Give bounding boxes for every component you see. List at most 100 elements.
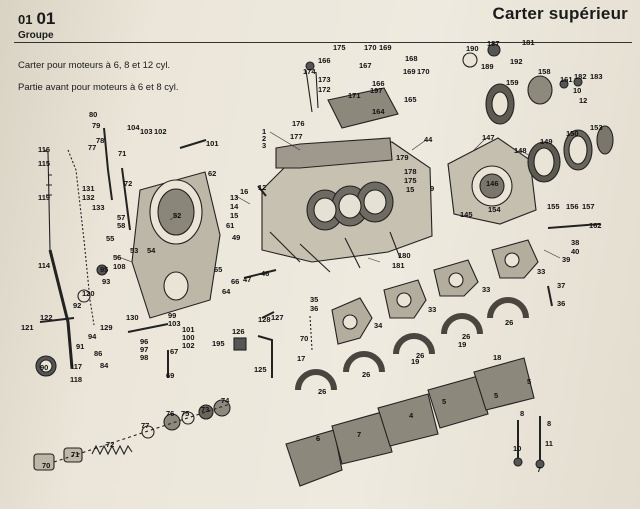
part-callout-c53: 53 <box>130 246 139 255</box>
part-callout-c5a: 5 <box>442 397 447 406</box>
part-callout-c100: 100 <box>182 333 195 342</box>
part-callout-c3: 3 <box>262 141 267 150</box>
part-callout-c26c: 26 <box>416 351 425 360</box>
part-callout-c73: 73 <box>201 405 210 414</box>
part-callout-c99: 99 <box>168 311 177 320</box>
part-callout-c174: 174 <box>303 67 316 76</box>
part-callout-c162: 162 <box>589 221 602 230</box>
part-callout-c9: 9 <box>430 184 435 193</box>
part-callout-c34: 34 <box>374 321 383 330</box>
part-callout-c157: 157 <box>582 202 595 211</box>
part-callout-c38: 38 <box>571 238 580 247</box>
part-callout-c33c: 33 <box>537 267 546 276</box>
part-callout-c10a: 10 <box>573 86 582 95</box>
part-callout-c173: 173 <box>318 75 331 84</box>
part-callout-c76: 76 <box>166 409 175 418</box>
part-callout-c18: 18 <box>493 353 502 362</box>
part-callout-c6: 6 <box>316 434 321 443</box>
part-callout-c1: 1 <box>262 127 267 136</box>
part-callout-c118: 118 <box>70 375 83 384</box>
part-callout-c46: 46 <box>261 269 270 278</box>
part-callout-c189: 189 <box>481 62 494 71</box>
part-callout-c5b: 5 <box>494 391 499 400</box>
part-callout-c77b: 77 <box>141 421 150 430</box>
part-callout-c72: 72 <box>124 179 133 188</box>
part-callout-c181: 181 <box>522 38 535 47</box>
crankcase-block <box>261 137 433 273</box>
leader-lines <box>115 131 561 263</box>
part-callout-c148: 148 <box>514 146 527 155</box>
part-callout-c102b: 102 <box>182 341 195 350</box>
part-callout-c170: 170 <box>364 43 377 52</box>
part-callout-c84: 84 <box>100 361 109 370</box>
part-callout-c36b: 36 <box>557 299 566 308</box>
part-callout-c169b: 169 <box>403 67 416 76</box>
part-callout-c181b: 181 <box>392 261 405 270</box>
part-callout-c98: 98 <box>140 353 149 362</box>
part-callout-c156: 156 <box>566 202 579 211</box>
bottom-shaft-assembly <box>33 399 231 471</box>
part-callout-c26e: 26 <box>505 318 514 327</box>
part-callout-c26d: 26 <box>462 332 471 341</box>
part-callout-c155: 155 <box>547 202 560 211</box>
part-callout-c14: 14 <box>230 202 239 211</box>
part-callout-c33b: 33 <box>482 285 491 294</box>
part-callout-c130: 130 <box>126 313 139 322</box>
part-callout-c79: 79 <box>92 121 101 130</box>
part-callout-c177: 177 <box>290 132 303 141</box>
part-callout-c95: 95 <box>100 265 109 274</box>
part-callout-c158: 158 <box>538 67 551 76</box>
part-callout-c126: 126 <box>232 327 245 336</box>
part-callout-c117: 117 <box>70 362 83 371</box>
part-callout-c108: 108 <box>113 262 126 271</box>
part-callout-c72b: 72 <box>106 440 115 449</box>
part-callout-c71: 71 <box>118 149 127 158</box>
bearing-shells <box>295 297 529 391</box>
part-callout-c12b: 12 <box>258 183 267 192</box>
part-callout-c71b: 71 <box>71 450 80 459</box>
part-callout-c35: 35 <box>310 295 319 304</box>
part-callout-c37: 37 <box>557 281 566 290</box>
part-callout-c192: 192 <box>510 57 523 66</box>
part-callout-c125: 125 <box>254 365 267 374</box>
part-callout-c36: 36 <box>310 304 319 313</box>
part-callout-c90: 90 <box>40 363 49 372</box>
part-callout-c93: 93 <box>102 277 111 286</box>
part-callout-c61: 61 <box>226 221 235 230</box>
part-callout-c161: 161 <box>560 75 573 84</box>
part-callout-c5c: 5 <box>527 377 532 386</box>
part-callout-c179: 179 <box>396 153 409 162</box>
part-callout-c164: 164 <box>372 107 385 116</box>
part-callout-c12a: 12 <box>579 96 588 105</box>
cap-bolts <box>513 416 545 469</box>
header-divider <box>14 42 632 43</box>
part-callout-c2: 2 <box>262 134 267 143</box>
part-callout-c44: 44 <box>424 135 433 144</box>
group-label: Groupe <box>18 30 54 41</box>
part-callout-c49: 49 <box>232 233 241 242</box>
part-callout-c65: 65 <box>214 265 223 274</box>
part-callout-c4: 4 <box>409 411 414 420</box>
part-callout-c175: 175 <box>333 43 346 52</box>
part-callout-c13: 13 <box>230 193 239 202</box>
part-callout-c97: 97 <box>140 345 149 354</box>
part-callout-c47: 47 <box>243 275 252 284</box>
part-callout-c19b: 19 <box>458 340 467 349</box>
part-callout-c150: 150 <box>566 129 579 138</box>
part-callout-c197: 197 <box>370 86 383 95</box>
part-callout-c159: 159 <box>506 78 519 87</box>
part-callout-c132: 132 <box>82 193 95 202</box>
bearing-supports-upper <box>331 239 539 345</box>
part-callout-c122: 122 <box>40 313 53 322</box>
part-callout-c180: 180 <box>398 251 411 260</box>
part-callout-c153: 153 <box>590 123 603 132</box>
part-callout-c77: 77 <box>88 143 97 152</box>
part-callout-c96: 96 <box>140 337 149 346</box>
part-callout-c80: 80 <box>89 110 98 119</box>
part-callout-c16: 16 <box>240 187 249 196</box>
part-callout-c187: 187 <box>487 39 500 48</box>
part-callout-c8a: 8 <box>520 409 525 418</box>
